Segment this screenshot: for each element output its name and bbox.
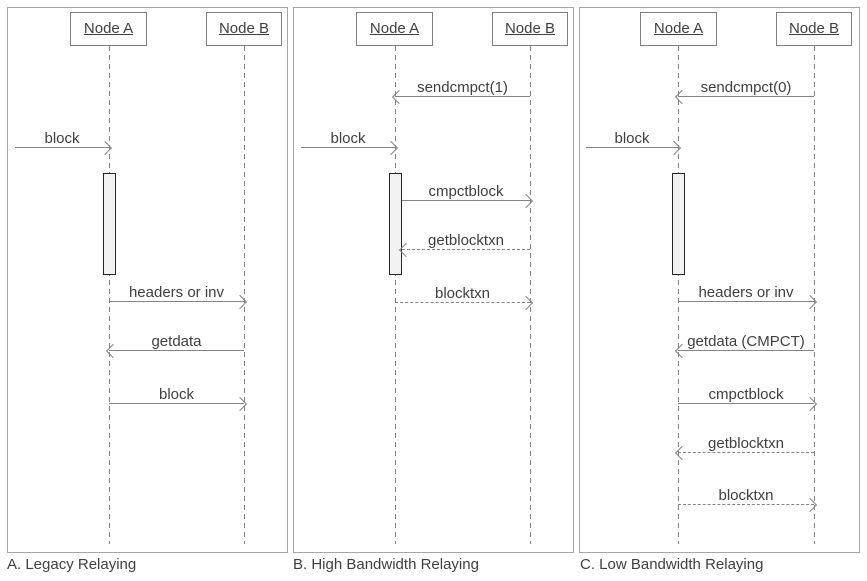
node-b-box: Node B: [776, 12, 852, 46]
node-a-activation-bar: [672, 173, 685, 275]
message-arrow: [109, 403, 244, 404]
message-label: block: [158, 386, 195, 403]
node-a-activation-bar: [389, 173, 402, 275]
node-a-label: Node A: [653, 20, 704, 37]
node-b-lifeline: [814, 46, 815, 544]
node-b-label: Node B: [504, 20, 556, 37]
panel-b-caption: B. High Bandwidth Relaying: [293, 556, 479, 573]
panel-legacy-relaying: Node A Node B block headers or inv getda…: [7, 7, 288, 553]
message-label: getblocktxn: [708, 435, 784, 452]
message-arrow: [402, 200, 530, 201]
message-arrow: [402, 249, 530, 250]
node-b-box: Node B: [206, 12, 282, 46]
message-cmpctblock: cmpctblock: [678, 383, 814, 404]
message-block-incoming: block: [15, 127, 109, 148]
node-a-box: Node A: [70, 12, 147, 46]
node-a-box: Node A: [640, 12, 717, 46]
node-a-lifeline: [109, 46, 110, 544]
message-label: getdata (CMPCT): [687, 333, 805, 350]
message-block-incoming: block: [301, 127, 395, 148]
message-arrow: [678, 452, 814, 453]
message-arrow: [678, 350, 814, 351]
message-label: block: [614, 130, 650, 147]
message-sendcmpct-1: sendcmpct(1): [395, 76, 530, 97]
message-label: block: [330, 130, 366, 147]
message-label: blocktxn: [434, 285, 491, 302]
message-label: sendcmpct(1): [417, 79, 508, 96]
panel-a-caption: A. Legacy Relaying: [7, 556, 137, 573]
node-a-box: Node A: [356, 12, 433, 46]
message-headers-or-inv: headers or inv: [109, 281, 244, 302]
message-getblocktxn: getblocktxn: [678, 432, 814, 453]
message-arrow: [395, 96, 530, 97]
message-headers-or-inv: headers or inv: [678, 281, 814, 302]
panel-c-caption: C. Low Bandwidth Relaying: [580, 556, 764, 573]
panel-low-bandwidth-relaying: Node A Node B sendcmpct(0) block headers…: [579, 7, 860, 553]
message-label: cmpctblock: [428, 183, 504, 200]
node-a-lifeline: [678, 46, 679, 544]
message-label: cmpctblock: [708, 386, 784, 403]
message-arrow: [109, 301, 244, 302]
message-blocktxn: blocktxn: [678, 484, 814, 505]
node-b-label: Node B: [788, 20, 840, 37]
message-arrow: [109, 350, 244, 351]
node-a-label: Node A: [83, 20, 134, 37]
message-getdata-cmpct: getdata (CMPCT): [678, 330, 814, 351]
message-block-incoming: block: [586, 127, 678, 148]
message-arrow: [678, 403, 814, 404]
message-arrow: [678, 504, 814, 505]
message-blocktxn: blocktxn: [395, 282, 530, 303]
message-block: block: [109, 383, 244, 404]
message-sendcmpct-0: sendcmpct(0): [678, 76, 814, 97]
message-arrow: [395, 302, 530, 303]
message-getdata: getdata: [109, 330, 244, 351]
message-arrow: [15, 147, 109, 148]
message-label: getdata: [151, 333, 202, 350]
message-label: getblocktxn: [428, 232, 504, 249]
node-b-lifeline: [530, 46, 531, 544]
message-label: headers or inv: [128, 284, 225, 301]
message-arrow: [301, 147, 395, 148]
message-label: sendcmpct(0): [700, 79, 792, 96]
node-b-box: Node B: [492, 12, 568, 46]
node-b-label: Node B: [218, 20, 270, 37]
message-cmpctblock: cmpctblock: [402, 180, 530, 201]
message-arrow: [678, 301, 814, 302]
message-label: headers or inv: [698, 284, 794, 301]
panel-high-bandwidth-relaying: Node A Node B sendcmpct(1) block cmpctbl…: [293, 7, 574, 553]
message-arrow: [678, 96, 814, 97]
node-a-label: Node A: [369, 20, 420, 37]
message-arrow: [586, 147, 678, 148]
node-a-activation-bar: [103, 173, 116, 275]
node-b-lifeline: [244, 46, 245, 544]
message-label: block: [44, 130, 80, 147]
message-label: blocktxn: [718, 487, 774, 504]
node-a-lifeline: [395, 46, 396, 544]
message-getblocktxn: getblocktxn: [402, 229, 530, 250]
